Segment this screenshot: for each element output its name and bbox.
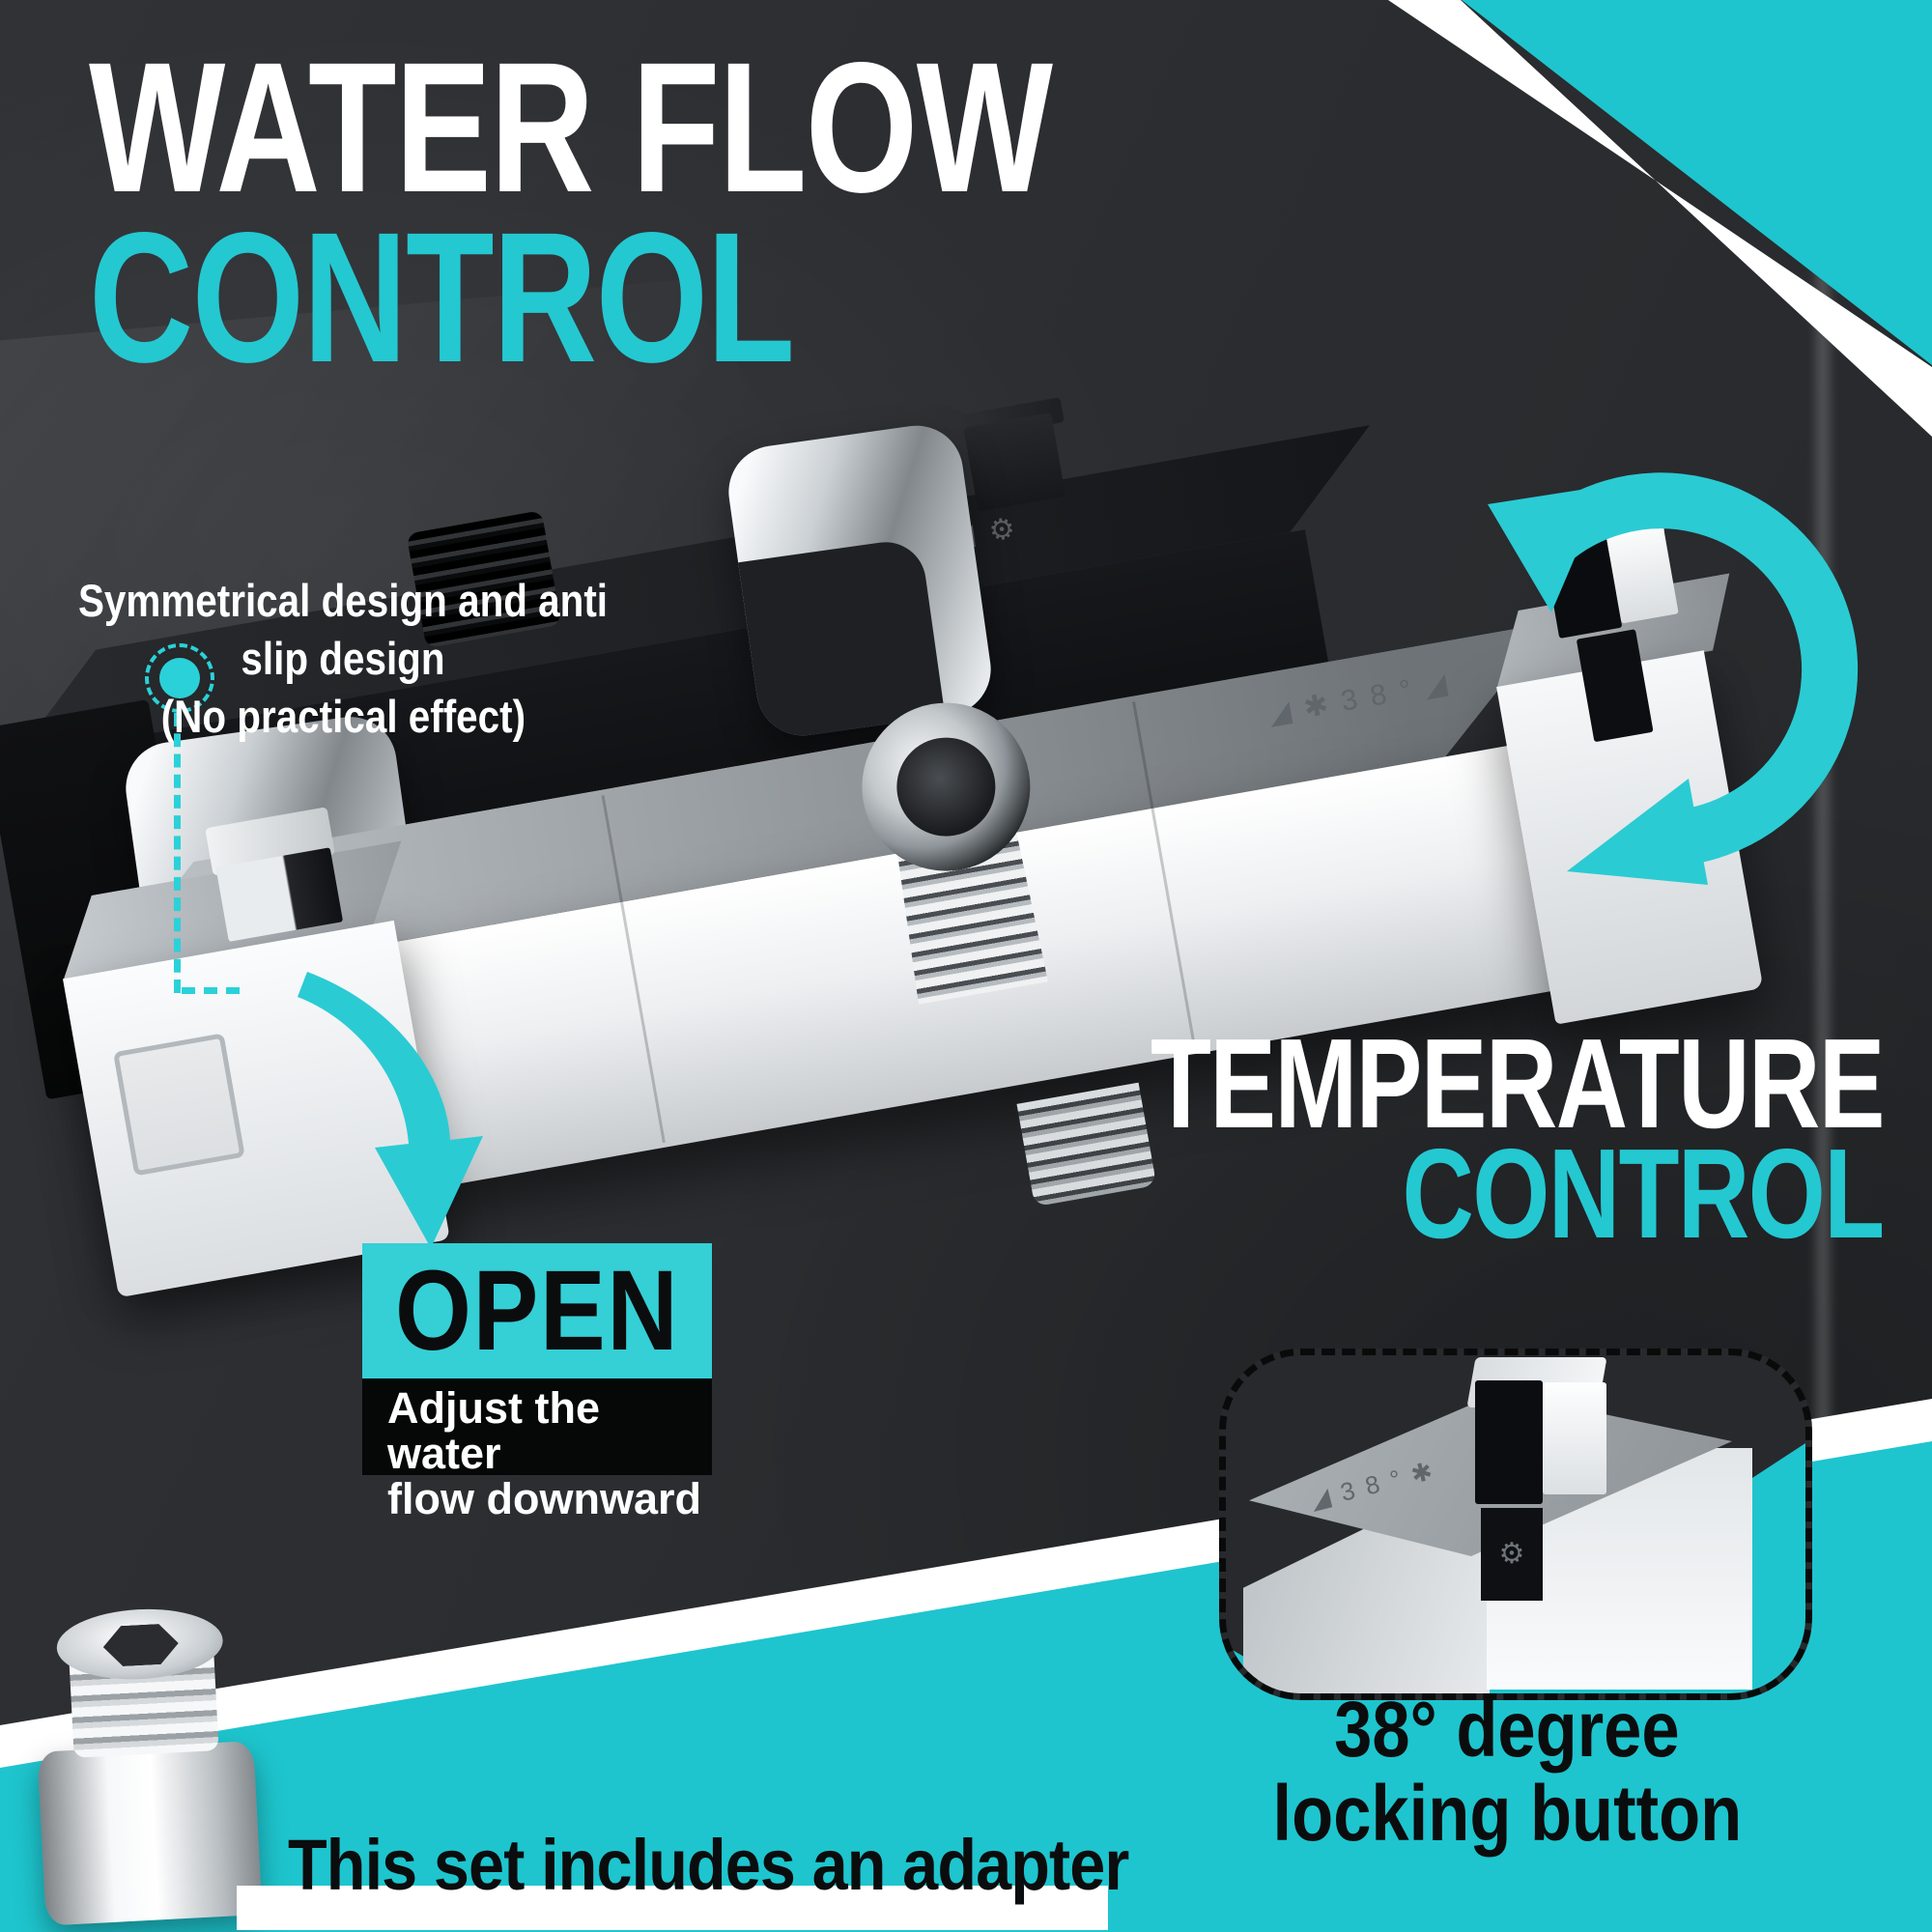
open-label: OPEN <box>394 1247 680 1375</box>
callout-dashed-ring <box>145 643 214 713</box>
locking-note-line1: 38° degree <box>1334 1686 1680 1774</box>
open-description-line1: Adjust the water <box>387 1383 600 1478</box>
locking-note-line2: locking button <box>1272 1769 1742 1858</box>
temperature-label: TEMPERATURE <box>1151 1012 1885 1154</box>
background-shower-pipe <box>1810 242 1835 1435</box>
callout-leader-line-vertical <box>174 713 181 993</box>
symmetry-note-line1: Symmetrical design and anti slip design <box>77 575 609 685</box>
locking-button-closeup-callout: ◢38°✱ ⚙ <box>1219 1349 1812 1700</box>
symmetry-note-line2: (No practical effect) <box>160 691 526 743</box>
locking-button-note: 38° degree locking button <box>1188 1686 1826 1858</box>
page-title-line2: CONTROL <box>89 205 992 390</box>
temperature-heading-line1: TEMPERATURE <box>918 1012 1885 1154</box>
temperature-heading-line2: CONTROL <box>918 1122 1886 1264</box>
closeup-knob-recess: ⚙ <box>1481 1508 1543 1601</box>
adapter-note: This set includes an adapter <box>288 1824 1222 1906</box>
adapter-body <box>37 1741 263 1926</box>
closeup-locking-button-side <box>1543 1382 1606 1494</box>
gear-icon: ⚙ <box>1498 1538 1525 1570</box>
page-title-line1: WATER FLOW <box>89 35 1323 220</box>
open-description-box: Adjust the water flow downward <box>362 1378 712 1520</box>
closeup-locking-button-front <box>1475 1380 1543 1504</box>
title-water-flow: WATER FLOW <box>89 23 1053 231</box>
temperature-rotation-arrow <box>1488 472 1859 885</box>
callout-dot <box>159 658 200 698</box>
adapter-note-text: This set includes an adapter <box>288 1825 1129 1905</box>
title-control: CONTROL <box>89 193 795 401</box>
open-description-line2: flow downward <box>387 1473 701 1523</box>
water-flow-down-arrow <box>298 972 483 1248</box>
callout-leader-line-horizontal <box>182 987 240 994</box>
open-label-box: OPEN <box>362 1243 712 1378</box>
symmetry-note: Symmetrical design and anti slip design … <box>0 572 686 746</box>
temperature-control-label: CONTROL <box>1402 1122 1886 1264</box>
adapter-note-underline <box>237 1886 1108 1930</box>
